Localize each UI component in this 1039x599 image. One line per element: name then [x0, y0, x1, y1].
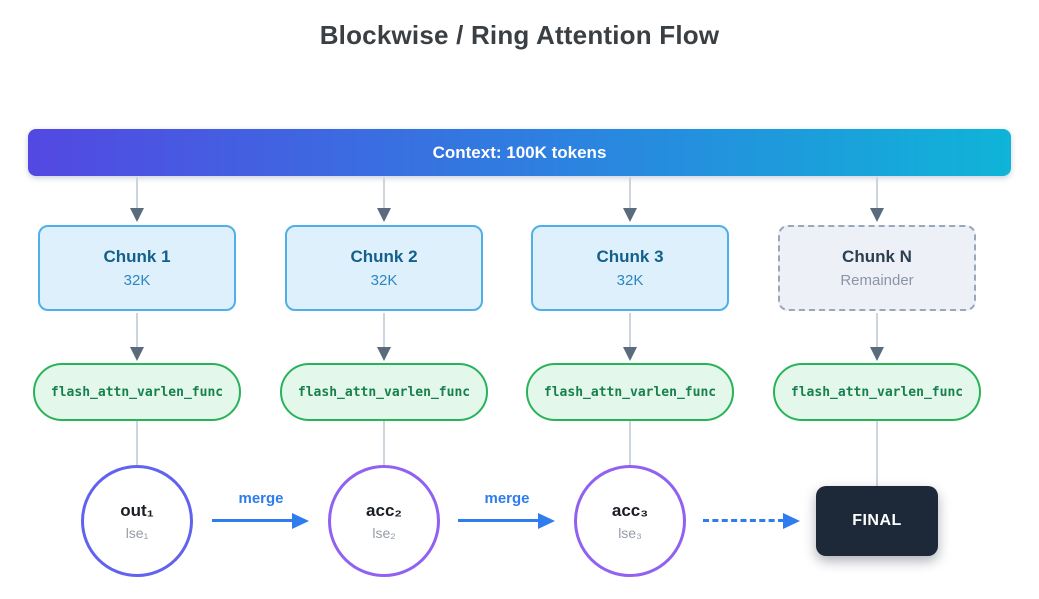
arrow-down-icon: [623, 177, 637, 222]
chunk-1-subtitle: 32K: [123, 272, 151, 289]
flash-attn-pill-1: flash_attn_varlen_func: [33, 363, 241, 421]
acc3-node: acc₃ lse₃: [574, 465, 686, 577]
arrow-down-icon: [130, 313, 144, 361]
out1-node-label: out₁: [120, 501, 154, 520]
flash-attn-pill-n: flash_attn_varlen_func: [773, 363, 981, 421]
chunk-2-title: Chunk 2: [350, 247, 418, 266]
chunk-3-title: Chunk 3: [596, 247, 664, 266]
connector-line: [136, 421, 138, 465]
arrow-down-icon: [870, 177, 884, 222]
final-node-label: FINAL: [852, 512, 902, 529]
chunk-1-title: Chunk 1: [103, 247, 171, 266]
arrow-right-icon: [783, 513, 800, 529]
flash-attn-pill-2: flash_attn_varlen_func: [280, 363, 488, 421]
flash-attn-pill-3: flash_attn_varlen_func: [526, 363, 734, 421]
arrow-down-icon: [623, 313, 637, 361]
arrow-down-icon: [870, 313, 884, 361]
chunk-n-title: Chunk N: [842, 247, 912, 266]
acc2-node-label: acc₂: [366, 501, 402, 520]
connector-line: [383, 421, 385, 465]
acc2-node: acc₂ lse₂: [328, 465, 440, 577]
arrow-down-icon: [130, 177, 144, 222]
acc2-node-sublabel: lse₂: [372, 525, 396, 541]
arrow-right-icon: [292, 513, 309, 529]
context-banner-label: Context: 100K tokens: [432, 142, 607, 162]
merge-label-1: merge: [238, 490, 284, 507]
merge-arrow-2: [458, 519, 539, 522]
arrow-down-icon: [377, 177, 391, 222]
flash-attn-pill-2-label: flash_attn_varlen_func: [297, 384, 471, 400]
chunk-n-subtitle: Remainder: [840, 272, 914, 289]
page-title: Blockwise / Ring Attention Flow: [319, 20, 720, 50]
chunk-3-box: Chunk 3 32K: [531, 225, 729, 311]
flash-attn-pill-1-label: flash_attn_varlen_func: [50, 384, 224, 400]
merge-arrow-dashed: [703, 519, 784, 522]
chunk-3-subtitle: 32K: [616, 272, 644, 289]
chunk-2-subtitle: 32K: [370, 272, 398, 289]
merge-arrow-1: [212, 519, 293, 522]
out1-node-sublabel: lse₁: [125, 525, 149, 541]
final-node: FINAL: [816, 486, 938, 556]
flash-attn-pill-n-label: flash_attn_varlen_func: [790, 384, 964, 400]
connector-line: [876, 421, 878, 486]
out1-node: out₁ lse₁: [81, 465, 193, 577]
arrow-down-icon: [377, 313, 391, 361]
acc3-node-sublabel: lse₃: [618, 525, 642, 541]
acc3-node-label: acc₃: [611, 501, 649, 520]
connector-line: [629, 421, 631, 465]
chunk-2-box: Chunk 2 32K: [285, 225, 483, 311]
flash-attn-pill-3-label: flash_attn_varlen_func: [543, 384, 717, 400]
arrow-right-icon: [538, 513, 555, 529]
chunk-1-box: Chunk 1 32K: [38, 225, 236, 311]
chunk-n-box: Chunk N Remainder: [778, 225, 976, 311]
context-banner: Context: 100K tokens: [28, 129, 1011, 176]
merge-label-2: merge: [484, 490, 530, 507]
